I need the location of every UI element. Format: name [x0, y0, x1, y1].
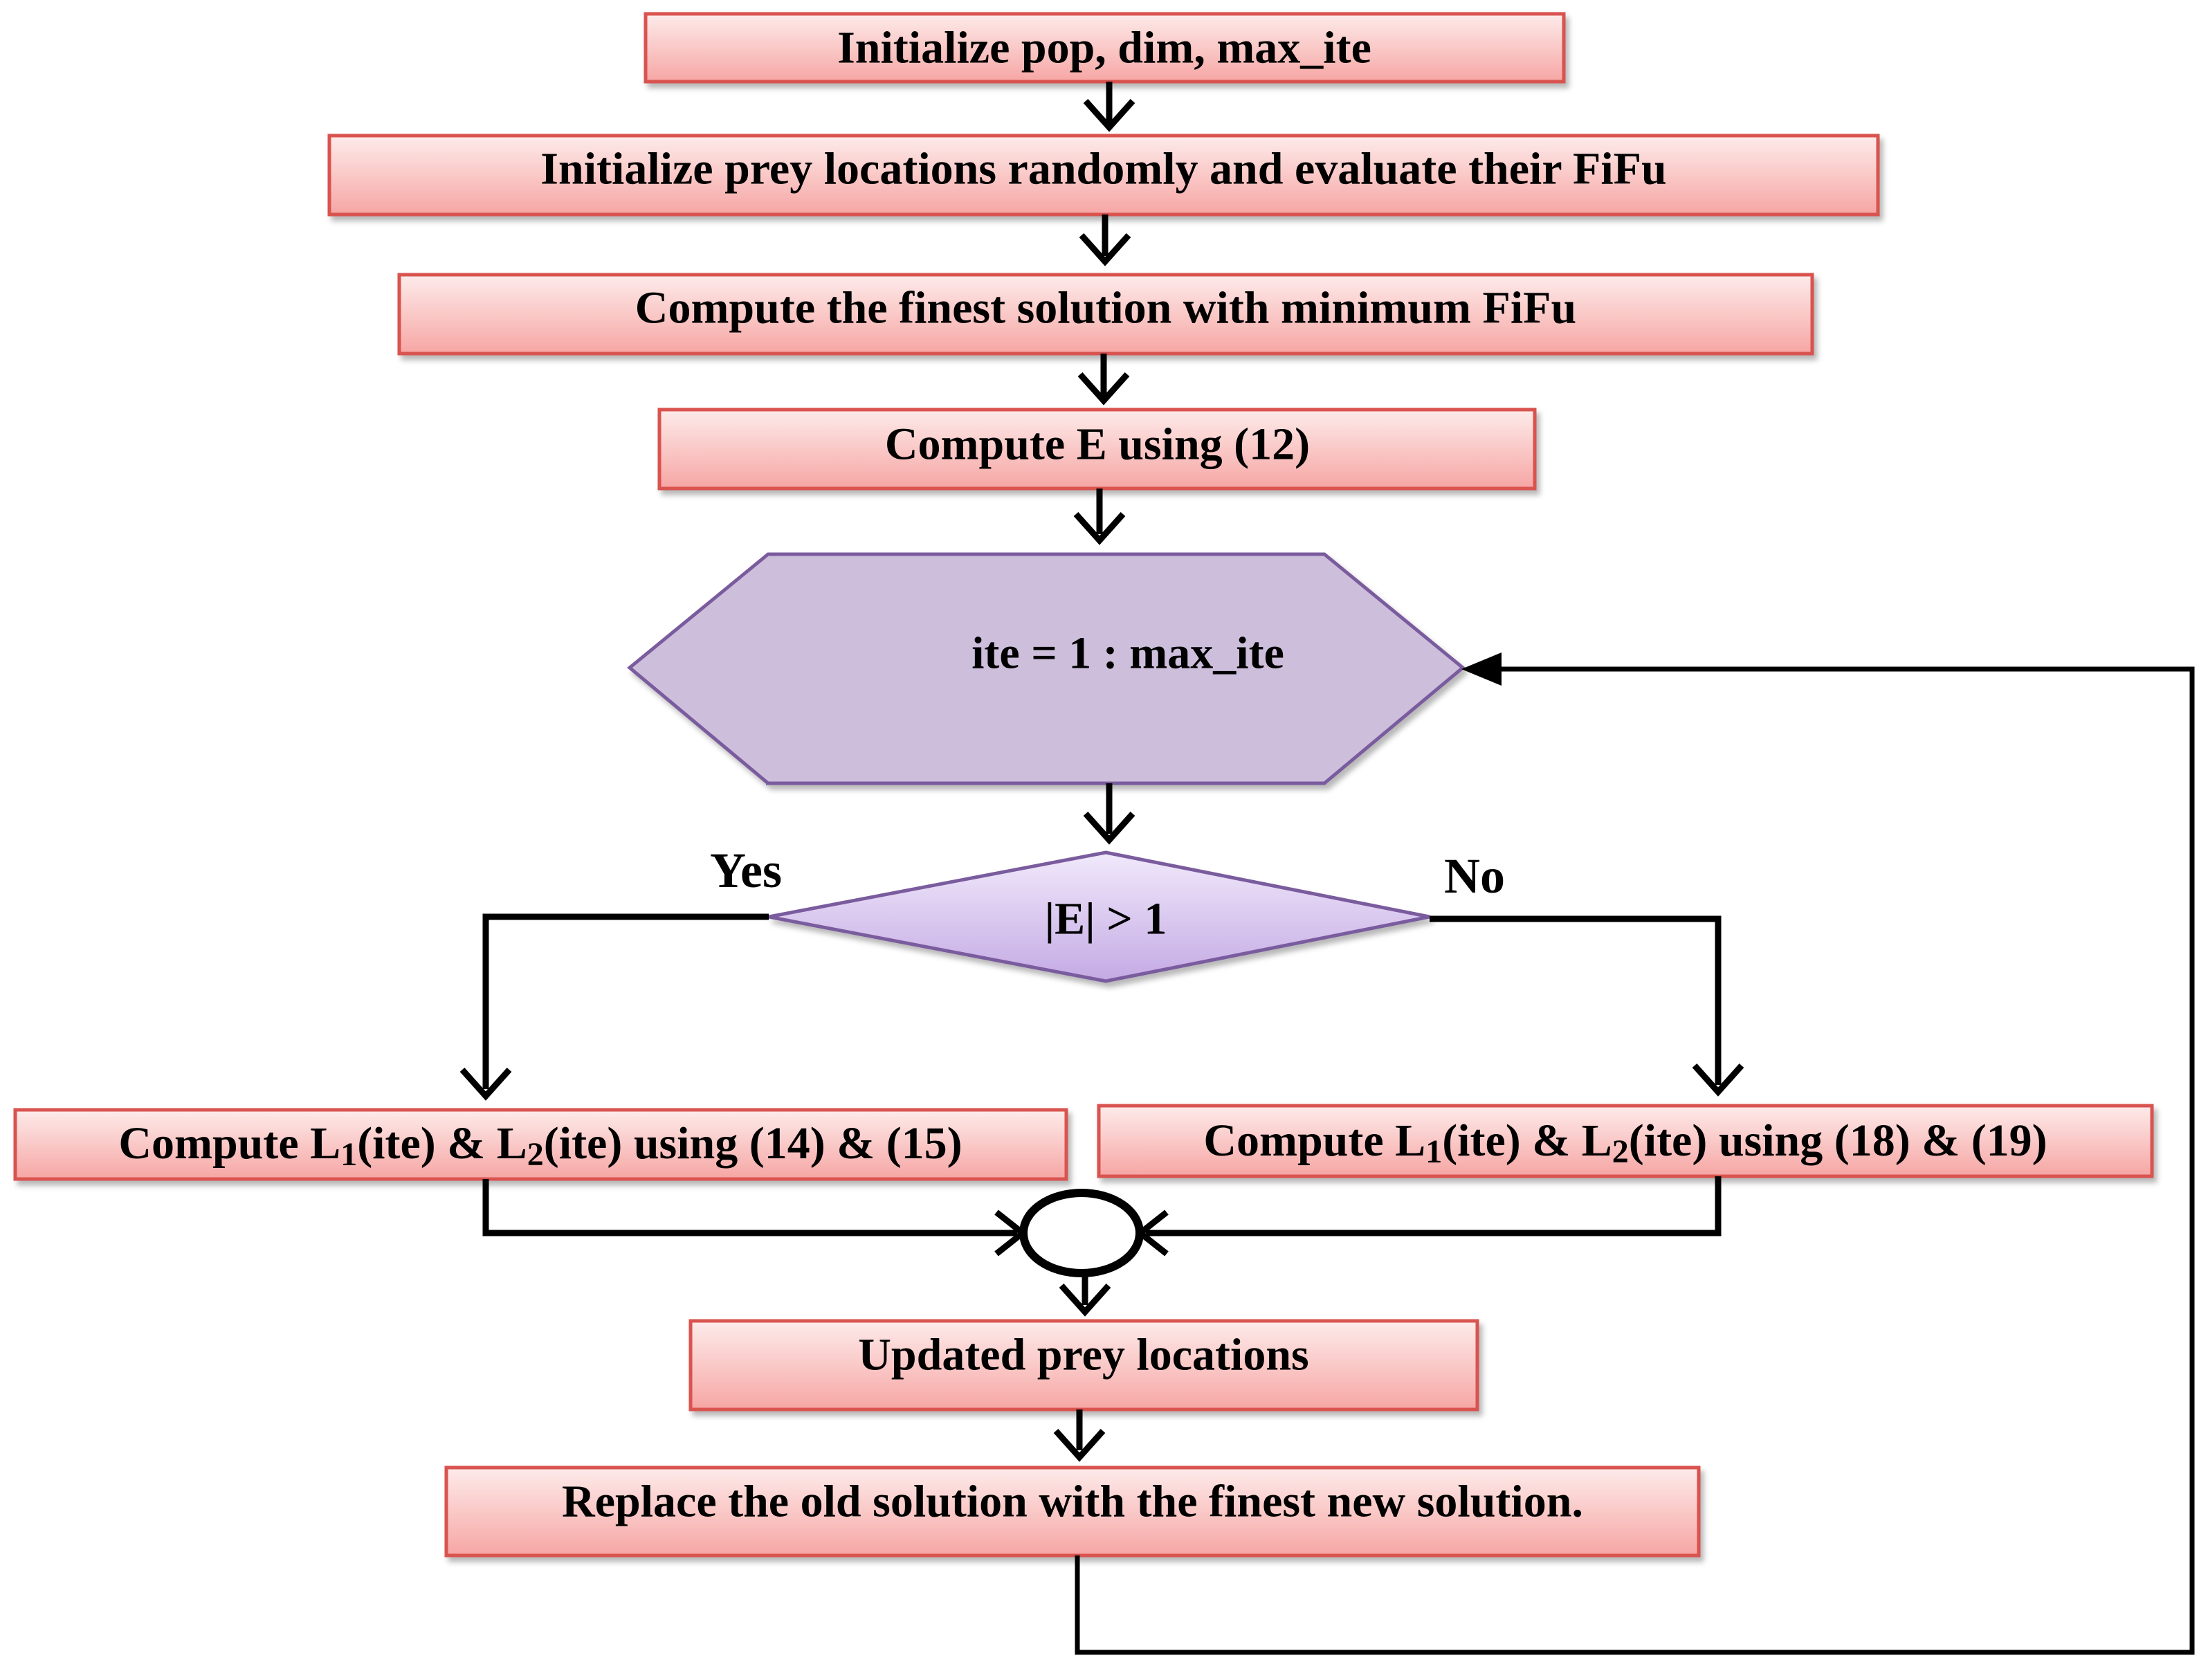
loop-hexagon: ite = 1 : max_ite	[627, 552, 1466, 785]
merge-right-line	[1146, 1176, 1722, 1236]
decision-diamond: |E| > 1	[768, 850, 1430, 983]
step-compute-l-left-label: Compute L1(ite) & L2(ite) using (14) & (…	[118, 1118, 962, 1173]
no-branch-line	[1430, 915, 1722, 1085]
step-initialize-params: Initialize pop, dim, max_ite	[644, 12, 1566, 84]
arrow-7-head	[1053, 1428, 1106, 1462]
step-updated-prey: Updated prey locations	[688, 1319, 1479, 1412]
step-replace-solution: Replace the old solution with the finest…	[444, 1466, 1701, 1558]
branch-yes-label: Yes	[710, 843, 782, 898]
step-compute-e: Compute E using (12)	[657, 408, 1537, 491]
arrow-6-head	[1059, 1283, 1111, 1317]
feedback-loop-head	[1461, 652, 1502, 686]
merge-right-head	[1135, 1209, 1169, 1257]
arrow-5-head	[1083, 811, 1135, 845]
step-initialize-params-label: Initialize pop, dim, max_ite	[837, 23, 1371, 73]
arrow-4-head	[1073, 511, 1126, 545]
step-compute-finest: Compute the finest solution with minimum…	[397, 273, 1814, 356]
no-branch-head	[1692, 1063, 1744, 1097]
yes-branch-line	[482, 913, 769, 1089]
step-compute-l-left: Compute L1(ite) & L2(ite) using (14) & (…	[13, 1108, 1068, 1181]
arrow-1-head	[1083, 98, 1135, 132]
step-initialize-prey-label: Initialize prey locations randomly and e…	[540, 144, 1666, 194]
step-compute-l-right-label: Compute L1(ite) & L2(ite) using (18) & (…	[1203, 1115, 2047, 1170]
step-compute-l-right: Compute L1(ite) & L2(ite) using (18) & (…	[1097, 1104, 2154, 1178]
merge-connector	[1019, 1189, 1144, 1277]
arrow-3-head	[1077, 372, 1130, 405]
loop-hexagon-label: ite = 1 : max_ite	[971, 628, 1284, 679]
step-compute-finest-label: Compute the finest solution with minimum…	[635, 283, 1576, 334]
merge-left-head	[994, 1209, 1028, 1257]
decision-diamond-label: |E| > 1	[1045, 894, 1167, 944]
branch-no-label: No	[1444, 848, 1505, 904]
merge-left-line	[482, 1179, 1017, 1236]
arrow-2-head	[1079, 232, 1131, 266]
yes-branch-head	[459, 1067, 512, 1101]
step-initialize-prey: Initialize prey locations randomly and e…	[327, 134, 1880, 217]
step-updated-prey-label: Updated prey locations	[858, 1330, 1309, 1380]
connectors	[459, 82, 2195, 1655]
feedback-loop-line	[1075, 666, 2195, 1655]
step-compute-e-label: Compute E using (12)	[885, 419, 1310, 470]
step-replace-solution-label: Replace the old solution with the finest…	[562, 1477, 1583, 1527]
